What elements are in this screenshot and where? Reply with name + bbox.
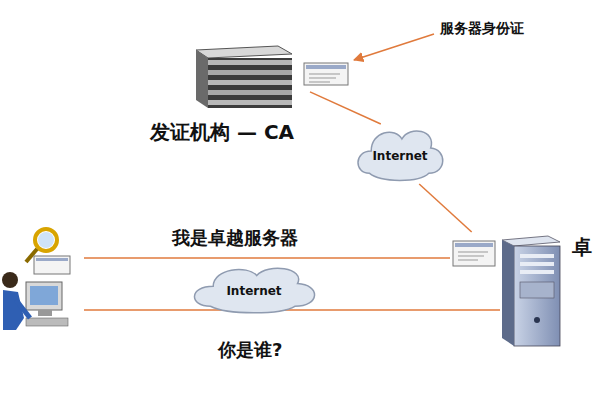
connector-line [419, 184, 471, 232]
connector-line [310, 92, 381, 124]
server-node: 卓 [448, 232, 596, 348]
leader-line [354, 34, 434, 60]
node-title: 发证机构 — CA [150, 119, 294, 146]
cloud-label: Internet [372, 149, 427, 163]
certificate-icon [304, 63, 348, 85]
ca-server [196, 46, 292, 108]
message-line [84, 257, 450, 259]
cloud-label: Internet [226, 284, 281, 298]
node-title: 卓 [572, 234, 592, 261]
server-tower [502, 236, 560, 346]
ca-node: 发证机构 — CA [150, 40, 310, 148]
cloud-outline [194, 268, 314, 312]
cloud-outline [358, 131, 443, 180]
note-label: 你是谁? [218, 338, 282, 362]
message-line [84, 309, 500, 311]
internet-cloud: Internet [186, 262, 322, 316]
internet-cloud: Internet [352, 124, 448, 184]
certificate-icon [453, 241, 495, 266]
client-user [2, 229, 70, 330]
note-label: 服务器身份证 [440, 20, 524, 38]
note-label: 我是卓越服务器 [172, 226, 298, 250]
